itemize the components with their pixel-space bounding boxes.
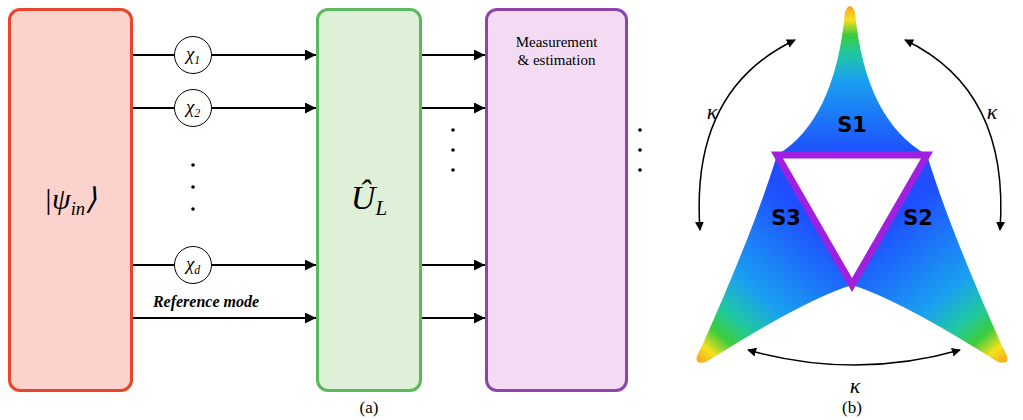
phase-circle: χ2 (174, 89, 212, 127)
panel-caption: (b) (842, 398, 862, 418)
connector (133, 54, 174, 56)
connector (212, 107, 316, 109)
node-text: ÛL (351, 178, 387, 222)
coupling-label: κ (850, 373, 861, 399)
phase-circle: χd (174, 246, 212, 284)
coupling-arrow (905, 40, 1001, 230)
connector (422, 54, 485, 56)
edge-label: Reference mode (151, 293, 261, 311)
site-label: S2 (903, 206, 933, 230)
connector (422, 317, 485, 319)
connector (422, 107, 485, 109)
input-state-box: |ψin⟩ (8, 8, 133, 392)
connector (212, 54, 316, 56)
coupling-arrow (748, 350, 960, 365)
node-text: χ1 (186, 43, 200, 68)
connector (133, 264, 174, 266)
phase-circle: χ1 (174, 36, 212, 74)
coupling-arrow (699, 40, 795, 230)
connector (133, 317, 316, 319)
coupling-label: κ (707, 99, 718, 125)
lobe-s1 (777, 6, 927, 155)
unitary-box: ÛL (316, 8, 422, 392)
connector (422, 264, 485, 266)
coupling-label: κ (987, 99, 998, 125)
connector (133, 107, 174, 109)
site-label: S1 (837, 113, 867, 137)
node-text: |ψin⟩ (44, 181, 97, 220)
node-text: χd (186, 253, 200, 278)
site-label: S3 (771, 206, 801, 230)
panel-caption: (a) (360, 398, 379, 418)
connector (212, 264, 316, 266)
node-text: χ2 (186, 96, 200, 121)
node-text: Measurement & estimation (511, 33, 603, 69)
measurement-box: Measurement & estimation (485, 8, 628, 392)
